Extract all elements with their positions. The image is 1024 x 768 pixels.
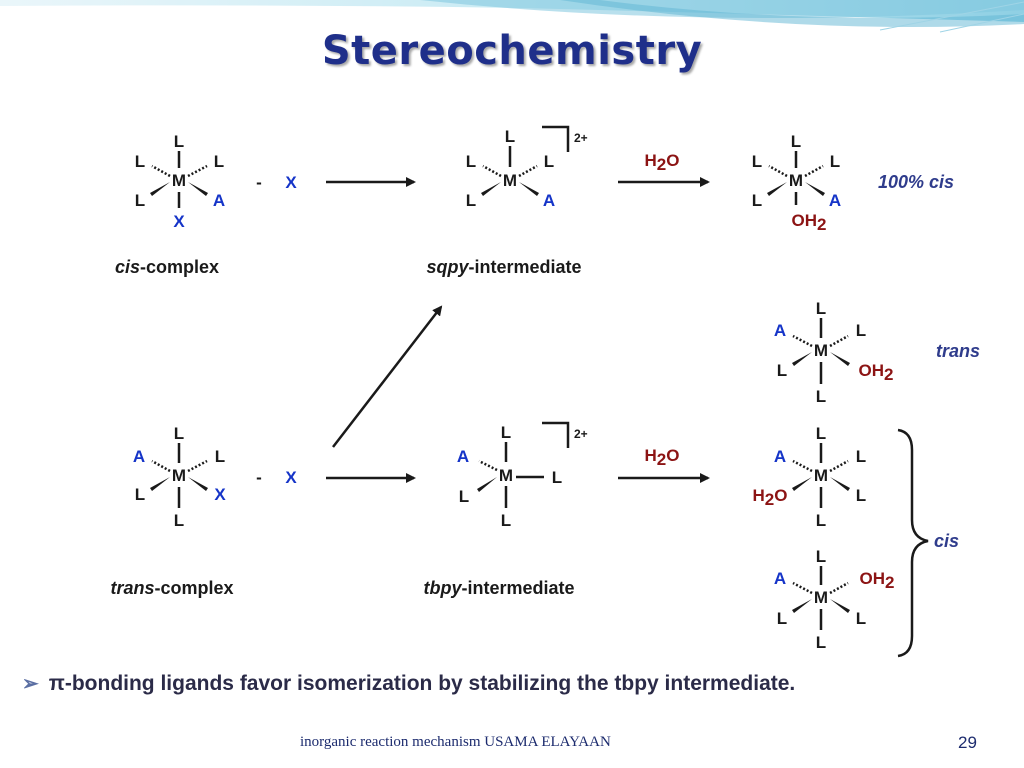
aqua-ligand: OH2 — [860, 569, 895, 592]
ligand-top: L — [816, 547, 826, 566]
metal-label: M — [814, 588, 828, 607]
ligand-a: A — [774, 321, 786, 340]
minus-sign-top: - — [256, 173, 262, 192]
slide-title: Stereochemistry — [321, 28, 703, 74]
ligand-upper-right: L — [856, 447, 866, 466]
ligand-lower-left: L — [777, 361, 787, 380]
label-100-cis: 100% cis — [878, 172, 954, 192]
ligand-upper-right: L — [830, 152, 840, 171]
ligand-a: A — [543, 191, 555, 210]
cis-product-top-structure: M L L L L A OH2 — [752, 132, 841, 234]
sqpy-caption: sqpy-intermediate — [426, 257, 581, 277]
aqua-ligand: OH2 — [859, 361, 894, 384]
metal-label: M — [172, 171, 186, 190]
leaving-x-top: X — [285, 173, 297, 192]
ligand-bottom: L — [174, 511, 184, 530]
tbpy-intermediate-structure: M L A L L L 2+ — [457, 421, 588, 530]
ligand-top: L — [816, 299, 826, 318]
ligand-a: A — [457, 447, 469, 466]
minus-sign-bottom: - — [256, 468, 262, 487]
metal-label: M — [499, 466, 513, 485]
ligand-lower-right: L — [856, 486, 866, 505]
ligand-lower-left: L — [459, 487, 469, 506]
ligand-lower-left: L — [777, 609, 787, 628]
charge-bracket — [542, 421, 570, 448]
reaction-diagram: M L L L L A X - X cis-complex M L L L L … — [110, 125, 980, 658]
ligand-top: L — [174, 132, 184, 151]
ligand-a: A — [774, 569, 786, 588]
cis-complex-structure: M L L L L A X — [135, 132, 225, 231]
tbpy-caption: tbpy-intermediate — [423, 578, 574, 598]
cis-product-bottom-structure: M L A OH2 L L L — [774, 547, 895, 652]
cis-complex-caption: cis-complex — [115, 257, 219, 277]
ligand-lower-left: L — [752, 191, 762, 210]
ligand-upper-left: L — [135, 152, 145, 171]
header-band — [0, 0, 1024, 33]
cis-brace — [897, 428, 929, 658]
ligand-top: L — [174, 424, 184, 443]
aqua-ligand: H2O — [753, 486, 788, 509]
trans-complex-caption: trans-complex — [110, 578, 233, 598]
charge-label: 2+ — [574, 131, 588, 145]
metal-label: M — [172, 466, 186, 485]
ligand-lower-right: L — [856, 609, 866, 628]
water-reagent-bottom: H2O — [645, 446, 680, 469]
water-reagent-top: H2O — [645, 151, 680, 174]
metal-label: M — [814, 341, 828, 360]
ligand-equatorial-right: L — [552, 468, 562, 487]
ligand-a: A — [213, 191, 225, 210]
metal-label: M — [789, 171, 803, 190]
metal-label: M — [503, 171, 517, 190]
ligand-top: L — [816, 424, 826, 443]
ligand-upper-right: L — [215, 447, 225, 466]
label-trans: trans — [936, 341, 980, 361]
ligand-bottom: L — [501, 511, 511, 530]
footer-text: inorganic reaction mechanism USAMA ELAYA… — [300, 734, 611, 750]
ligand-lower-left: L — [466, 191, 476, 210]
page-number: 29 — [958, 733, 977, 752]
charge-label: 2+ — [574, 427, 588, 441]
charge-bracket — [542, 125, 570, 152]
ligand-upper-left: L — [466, 152, 476, 171]
pi-symbol: π — [48, 672, 65, 695]
trans-product-structure: M L A L L OH2 L — [774, 299, 894, 406]
ligand-top: L — [791, 132, 801, 151]
leaving-x-bottom: X — [285, 468, 297, 487]
bullet-arrow-icon: ➢ — [22, 673, 39, 695]
cis-product-middle-structure: M L A L H2O L L — [753, 424, 867, 530]
aqua-ligand: OH2 — [792, 211, 827, 234]
bullet-text: -bonding ligands favor isomerization by … — [64, 672, 796, 695]
ligand-a: A — [774, 447, 786, 466]
ligand-lower-left: L — [135, 485, 145, 504]
ligand-bottom: L — [816, 387, 826, 406]
trans-complex-structure: M L A L L X L — [133, 424, 226, 530]
ligand-bottom: L — [816, 511, 826, 530]
ligand-a: A — [829, 191, 841, 210]
ligand-upper-left: L — [752, 152, 762, 171]
sqpy-intermediate-structure: M L L L L A 2+ — [466, 125, 588, 210]
leaving-group-x: X — [173, 212, 185, 231]
ligand-top: L — [501, 423, 511, 442]
ligand-a: A — [133, 447, 145, 466]
bullet-statement: ➢ π-bonding ligands favor isomerization b… — [22, 671, 1012, 696]
ligand-upper-right: L — [214, 152, 224, 171]
label-cis: cis — [934, 531, 959, 551]
ligand-bottom: L — [816, 633, 826, 652]
ligand-top: L — [505, 127, 515, 146]
arrow-trans-to-sqpy — [332, 305, 443, 448]
ligand-upper-right: L — [856, 321, 866, 340]
metal-label: M — [814, 466, 828, 485]
ligand-lower-left: L — [135, 191, 145, 210]
ligand-upper-right: L — [544, 152, 554, 171]
leaving-group-x: X — [214, 485, 226, 504]
